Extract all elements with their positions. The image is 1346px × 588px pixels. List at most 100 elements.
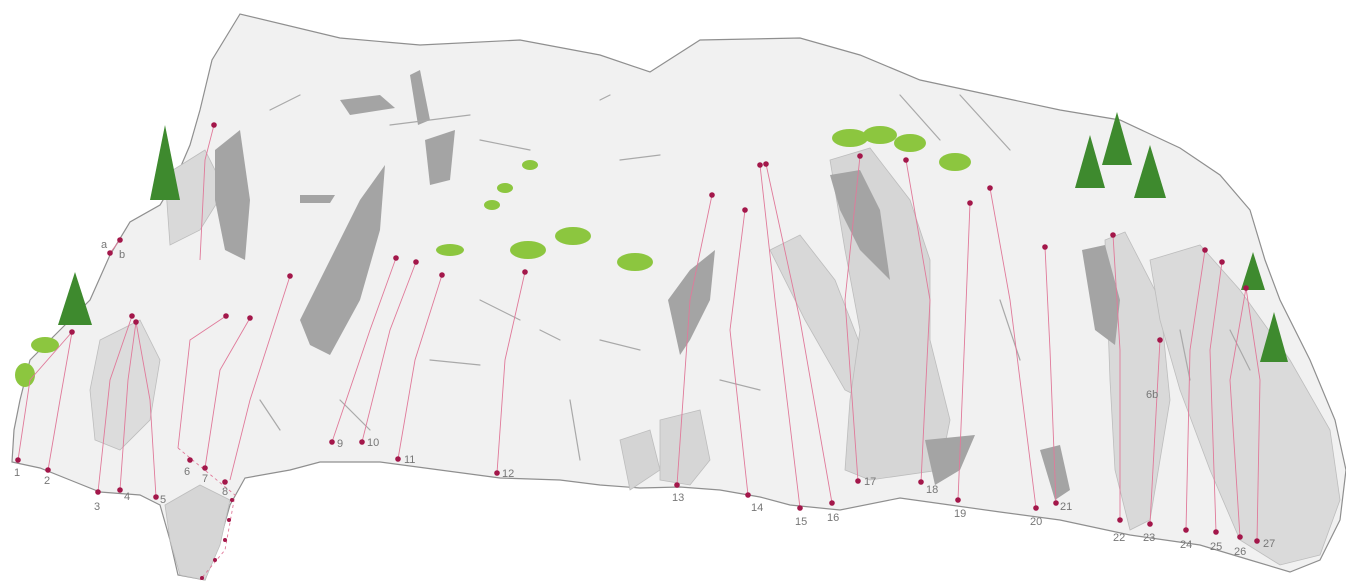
variant-label-b: b: [119, 249, 125, 261]
route-start-2: [45, 467, 51, 473]
route-start-25: [1213, 529, 1219, 535]
route-top: [287, 273, 293, 279]
bush-icon: [510, 241, 546, 259]
route-top: [223, 313, 229, 319]
route-start-17: [855, 478, 861, 484]
route-label: 17: [864, 476, 876, 488]
route-top: [1243, 285, 1249, 291]
route-label: 1: [14, 467, 20, 479]
route-start-13: [674, 482, 680, 488]
route-top: [117, 237, 123, 243]
route-top: [1110, 232, 1116, 238]
route-start-7: [202, 465, 208, 471]
route-label: 14: [751, 502, 763, 514]
route-top: [133, 319, 139, 325]
route-label: 26: [1234, 546, 1246, 558]
route-top: [129, 313, 135, 319]
bush-icon: [31, 337, 59, 353]
route-start-12: [494, 470, 500, 476]
route-start-21: [1053, 500, 1059, 506]
route-label: 23: [1143, 532, 1155, 544]
route-start-4: [117, 487, 123, 493]
route-top: [709, 192, 715, 198]
route-start-10: [359, 439, 365, 445]
route-top: [742, 207, 748, 213]
route-label: 6: [184, 466, 190, 478]
bush-icon: [894, 134, 926, 152]
route-start-9: [329, 439, 335, 445]
route-label: 21: [1060, 501, 1072, 513]
route-top: [757, 162, 763, 168]
route-label: 4: [124, 491, 130, 503]
route-label: 18: [926, 484, 938, 496]
route-top: [1219, 259, 1225, 265]
route-start-3: [95, 489, 101, 495]
route-start-8: [222, 479, 228, 485]
route-top: [393, 255, 399, 261]
route-start-14: [745, 492, 751, 498]
route-start-23: [1147, 521, 1153, 527]
route-label: 9: [337, 438, 343, 450]
route-top: [69, 329, 75, 335]
route-top: [857, 153, 863, 159]
route-start-16: [829, 500, 835, 506]
route-start-26: [1237, 534, 1243, 540]
route-label: 11: [404, 454, 415, 466]
route-label: 22: [1113, 532, 1125, 544]
variant-label-6b: 6b: [1146, 389, 1158, 401]
bush-icon: [15, 363, 35, 387]
route-lower: [230, 498, 234, 502]
bush-icon: [832, 129, 868, 147]
route-top: [107, 250, 113, 256]
route-start-19: [955, 497, 961, 503]
route-top: [413, 259, 419, 265]
bush-icon: [436, 244, 464, 256]
route-label: 2: [44, 475, 50, 487]
route-label: 27: [1263, 538, 1275, 550]
route-top: [1042, 244, 1048, 250]
route-start-24: [1183, 527, 1189, 533]
route-label: 3: [94, 501, 100, 513]
route-top: [211, 122, 217, 128]
route-start-6: [187, 457, 193, 463]
route-label: 19: [954, 508, 966, 520]
route-label: 13: [672, 492, 684, 504]
bush-icon: [497, 183, 513, 193]
route-label: 12: [502, 468, 514, 480]
route-lower: [223, 538, 227, 542]
bush-icon: [939, 153, 971, 171]
route-start-27: [1254, 538, 1260, 544]
route-top: [247, 315, 253, 321]
conifer-tree-icon: [150, 125, 180, 200]
conifer-tree-icon: [58, 272, 92, 325]
bush-icon: [617, 253, 653, 271]
route-start-11: [395, 456, 401, 462]
route-label: 15: [795, 516, 807, 528]
route-label: 10: [367, 437, 379, 449]
route-lower: [227, 518, 231, 522]
bush-icon: [522, 160, 538, 170]
route-start-22: [1117, 517, 1123, 523]
route-top: [1157, 337, 1163, 343]
route-label: 5: [160, 494, 166, 506]
route-label: 8: [222, 486, 228, 498]
route-top: [439, 272, 445, 278]
route-start-20: [1033, 505, 1039, 511]
route-start-15: [797, 505, 803, 511]
route-label: 7: [202, 473, 208, 485]
route-label: 24: [1180, 539, 1192, 551]
route-top: [522, 269, 528, 275]
bush-icon: [484, 200, 500, 210]
route-start-18: [918, 479, 924, 485]
route-top: [987, 185, 993, 191]
route-top: [967, 200, 973, 206]
variant-label-a: a: [101, 239, 108, 251]
route-start-1: [15, 457, 21, 463]
route-top: [763, 161, 769, 167]
route-top: [903, 157, 909, 163]
route-top: [1202, 247, 1208, 253]
route-label: 20: [1030, 516, 1042, 528]
route-lower: [213, 558, 217, 562]
bush-icon: [863, 126, 897, 144]
